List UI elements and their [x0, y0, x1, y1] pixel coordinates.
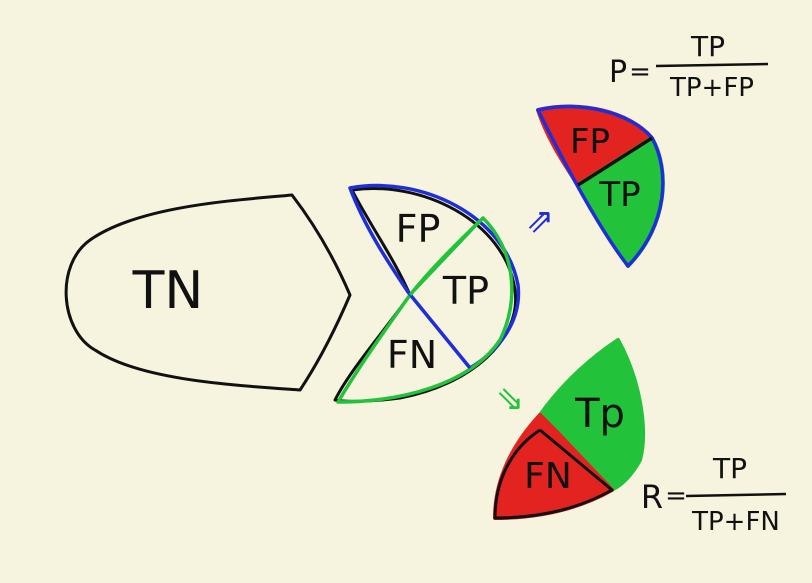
precision-denominator: TP+FP — [669, 73, 754, 103]
recall-formula: R = TP TP+FN — [641, 452, 787, 537]
recall-tp-label: Tp — [574, 391, 625, 437]
recall-denominator: TP+FN — [691, 507, 780, 537]
precision-outline — [536, 104, 665, 268]
center-fn-label: FN — [387, 333, 437, 377]
recall-fraction-bar — [685, 492, 787, 498]
tn-region — [64, 193, 352, 392]
recall-symbol: R — [641, 478, 663, 516]
precision-formula: P = TP TP+FP — [609, 30, 769, 103]
precision-fp-label: FP — [570, 122, 610, 162]
center-fp-label: FP — [396, 207, 441, 251]
recall-fn-label: FN — [524, 456, 572, 497]
recall-tp-region — [538, 338, 646, 492]
recall-fn-outline — [493, 428, 614, 520]
recall-arrow: ⇘ — [496, 379, 525, 419]
precision-tp-label: TP — [598, 175, 640, 215]
tn-label: TN — [132, 261, 204, 321]
center-divider-blue — [406, 291, 472, 369]
precision-symbol: P — [609, 55, 627, 90]
recall-numerator: TP — [712, 452, 747, 485]
precision-divider — [577, 136, 653, 187]
center-divider-green — [408, 216, 485, 297]
predicted-positive-outline — [348, 183, 521, 370]
precision-arrow: ⇗ — [526, 201, 555, 241]
center-tp-label: TP — [442, 269, 489, 313]
precision-numerator: TP — [690, 30, 725, 63]
precision-fraction-bar — [655, 62, 769, 68]
precision-piece: FP TP — [536, 104, 665, 268]
recall-piece: Tp FN — [493, 338, 646, 520]
precision-equals: = — [629, 57, 651, 87]
recall-equals: = — [665, 481, 687, 511]
